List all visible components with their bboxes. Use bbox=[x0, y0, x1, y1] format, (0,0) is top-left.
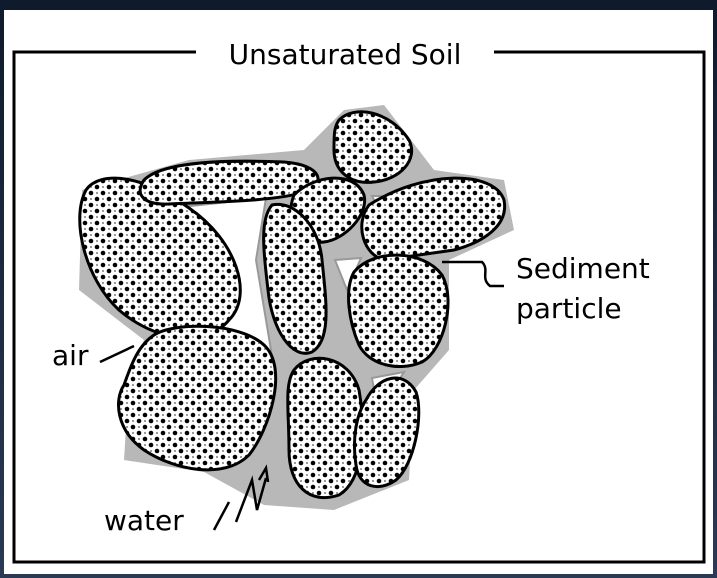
sediment-label-line2: particle bbox=[516, 292, 622, 325]
sediment-particle bbox=[119, 326, 276, 470]
air-label: air bbox=[52, 339, 89, 372]
diagram-title: Unsaturated Soil bbox=[229, 38, 462, 71]
sediment-particle bbox=[288, 358, 363, 497]
water-label: water bbox=[104, 504, 184, 537]
sediment-particle bbox=[334, 112, 412, 183]
water-pointer bbox=[214, 502, 229, 530]
particle-pointer bbox=[442, 262, 504, 286]
sediment-particles bbox=[80, 112, 505, 498]
diagram-panel: Unsaturated Soil bbox=[4, 10, 713, 574]
air-pointer bbox=[100, 346, 134, 362]
unsaturated-soil-diagram: Unsaturated Soil bbox=[4, 10, 713, 574]
sediment-particle bbox=[349, 255, 448, 366]
sediment-label-line1: Sediment bbox=[516, 252, 650, 285]
